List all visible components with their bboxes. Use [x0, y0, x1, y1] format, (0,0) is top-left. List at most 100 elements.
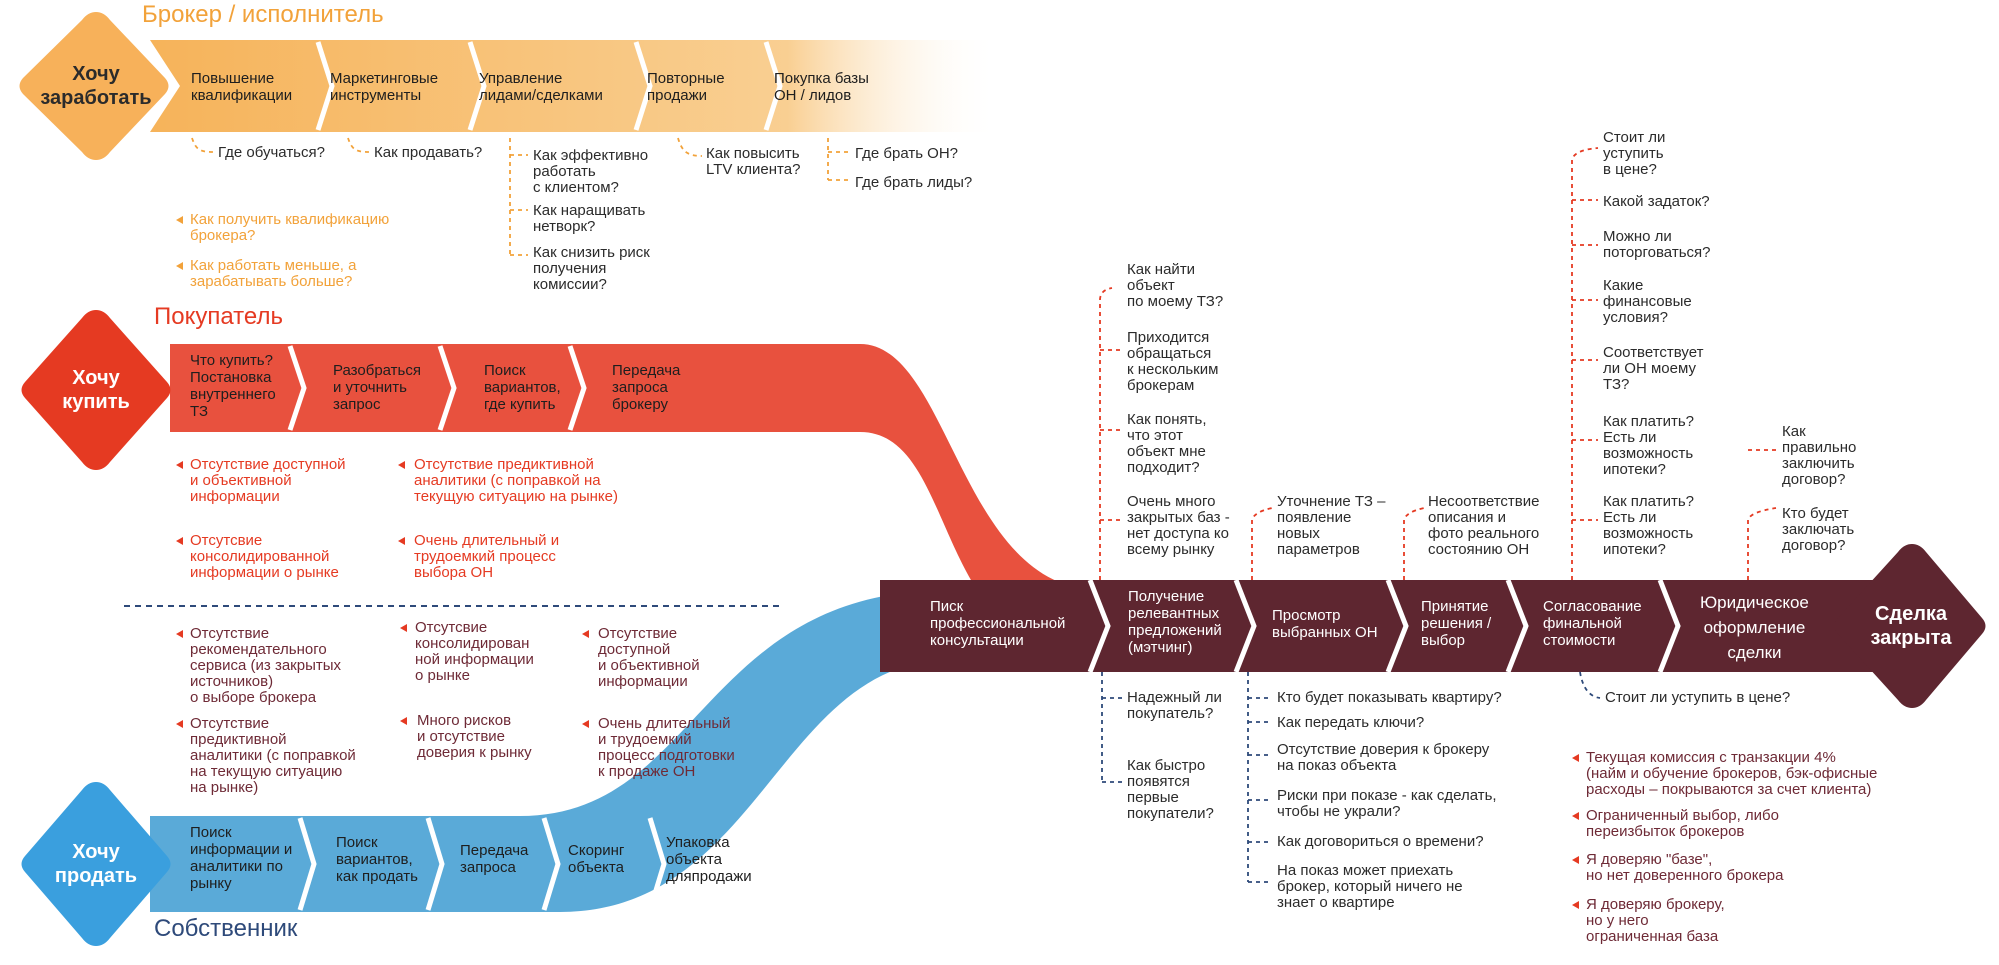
- seller-pain: Очень длительный и трудоемкий процесс по…: [598, 715, 735, 780]
- chevron-separator: [437, 345, 457, 431]
- seller-stage-2: Поиск вариантов, как продать: [336, 834, 418, 885]
- seller-stage-5: Упаковка объекта дляпродажи: [666, 834, 752, 885]
- bullet-icon: [176, 216, 183, 224]
- bullet-icon: [1572, 856, 1579, 864]
- dashed-connector: [1101, 672, 1122, 783]
- deal-stage-decision: Принятие решения / выбор: [1421, 598, 1492, 649]
- decision-question: Несоответствие описания и фото реального…: [1428, 493, 1540, 558]
- chevron-separator: [315, 41, 335, 131]
- deal-stage-consultation: Писк профессиональной консультации: [930, 598, 1066, 649]
- broker-pain: Как получить квалификацию брокера?: [190, 211, 390, 244]
- dashed-connector: [1099, 287, 1122, 580]
- buyer-pain: Отсутствие доступной и объективной инфор…: [190, 456, 346, 505]
- deal-closed-diamond: [1834, 544, 1986, 708]
- broker-stage-1: Повышение квалификации: [191, 70, 293, 104]
- broker-question: Как снизить риск получения комиссии?: [533, 244, 650, 293]
- broker-title: Брокер / исполнитель: [142, 1, 384, 28]
- legal-question: Как правильно заключить договор?: [1782, 423, 1857, 488]
- broker-goal: Хочу заработать: [40, 63, 152, 109]
- seller-stage-3: Передача запроса: [460, 842, 529, 876]
- broker-stage-2: Маркетинговые инструменты: [330, 70, 439, 104]
- seller-stage-4: Скоринг объекта: [568, 842, 625, 876]
- chevron-separators: [287, 41, 1681, 911]
- seller-goal-diamond: [21, 782, 171, 946]
- broker-question: Как повысить LTV клиента?: [706, 145, 801, 178]
- matching-question: Очень много закрытых баз - нет доступа к…: [1127, 493, 1230, 558]
- broker-question: Где брать лиды?: [855, 174, 973, 191]
- dashed-connector: [1747, 449, 1777, 580]
- dashed-connector: [191, 137, 215, 153]
- price-question: Как платить? Есть ли возможность ипотеки…: [1603, 493, 1694, 558]
- seller-stage-1: Поиск информации и аналитики по рынку: [190, 824, 293, 892]
- buyer-pain: Отсутсвие консолидированной информации о…: [190, 532, 339, 581]
- buyer-goal: Хочу купить: [62, 367, 130, 413]
- dashed-connectors: [191, 137, 1777, 883]
- deal-stage-legal: Юридическое оформление сделки: [1700, 593, 1809, 662]
- deal-stage-matching: Получение релевантных предложений (мэтчи…: [1128, 588, 1222, 656]
- dashed-connector: [347, 137, 371, 153]
- viewing-down-question: Риски при показе - как сделать, чтобы не…: [1277, 787, 1497, 820]
- bullet-icon: [1572, 754, 1579, 762]
- matching-question: Как найти объект по моему ТЗ?: [1127, 261, 1224, 310]
- broker-question: Где обучаться?: [218, 144, 325, 161]
- buyer-band: [170, 344, 1100, 660]
- dashed-connector: [1251, 507, 1273, 580]
- price-question: Можно ли поторговаться?: [1603, 228, 1711, 261]
- bullet-icon: [400, 717, 407, 725]
- dashed-connector: [827, 138, 850, 181]
- price-question: Какие финансовые условия?: [1603, 277, 1692, 326]
- matching-down-question: Надежный ли покупатель?: [1127, 689, 1222, 722]
- broker-stage-3: Управление лидами/сделками: [479, 70, 603, 104]
- viewing-down-question: Отсутствие доверия к брокеру на показ об…: [1277, 741, 1490, 774]
- seller-band: [150, 590, 1100, 912]
- chevron-separator: [1385, 579, 1409, 673]
- deal-closed-goal: Сделка закрыта: [1870, 603, 1952, 649]
- matching-down-question: Как быстро появятся первые покупатели?: [1127, 757, 1214, 822]
- chevron-separator: [467, 41, 487, 131]
- dashed-connector: [1579, 671, 1601, 699]
- viewing-down-question: Как договориться о времени?: [1277, 833, 1484, 850]
- seller-pain: Отсутствие доступной и объективной инфор…: [598, 625, 700, 690]
- deal-pain: Ограниченный выбор, либо переизбыток бро…: [1586, 807, 1779, 840]
- seller-title: Собственник: [154, 915, 298, 942]
- chevron-separator: [297, 817, 317, 911]
- broker-question: Где брать ОН?: [855, 145, 959, 162]
- bullet-icon: [400, 624, 407, 632]
- price-question: Соответствует ли ОН моему ТЗ?: [1603, 344, 1704, 393]
- seller-goal: Хочу продать: [54, 841, 138, 887]
- buyer-stage-4: Передача запроса брокеру: [612, 362, 681, 413]
- bullet-icon: [398, 537, 405, 545]
- chevron-separator: [647, 817, 667, 911]
- deal-pain: Я доверяю "базе", но нет доверенного бро…: [1586, 851, 1784, 884]
- deal-stage-price: Согласование финальной стоимости: [1543, 598, 1642, 649]
- seller-pain: Много рисков и отсутствие доверия к рынк…: [417, 712, 532, 761]
- price-question: Какой задаток?: [1603, 193, 1710, 210]
- buyer-stage-3: Поиск вариантов, где купить: [484, 362, 561, 413]
- broker-goal-diamond: [19, 12, 169, 160]
- matching-question: Как понять, что этот объект мне подходит…: [1127, 411, 1207, 476]
- seller-pain: Отсутствие предиктивной аналитики (с поп…: [190, 715, 356, 796]
- deal-pain: Я доверяю брокеру, но у него ограниченна…: [1586, 896, 1725, 945]
- buyer-stage-2: Разобраться и уточнить запрос: [333, 362, 421, 413]
- buyer-goal-diamond: [21, 310, 171, 470]
- bullet-icon: [176, 537, 183, 545]
- dashed-connector: [677, 137, 703, 157]
- dashed-connector: [1247, 672, 1272, 883]
- deal-pain: Текущая комиссия с транзакции 4% (найм и…: [1586, 749, 1878, 798]
- legal-question: Кто будет заключать договор?: [1782, 505, 1855, 554]
- chevron-separator: [1505, 579, 1529, 673]
- chevron-separator: [1657, 579, 1681, 673]
- dashed-connector: [1571, 147, 1599, 580]
- bullet-icon: [582, 630, 589, 638]
- viewing-down-question: Как передать ключи?: [1277, 714, 1425, 731]
- chevron-separator: [425, 817, 445, 911]
- bullet-icon: [176, 262, 183, 270]
- bullet-icon: [176, 720, 183, 728]
- bullet-icon: [176, 630, 183, 638]
- viewing-down-question: Кто будет показывать квартиру?: [1277, 689, 1502, 706]
- bullet-icon: [176, 461, 183, 469]
- chevron-separator: [633, 41, 653, 131]
- buyer-pain: Отсутствие предиктивной аналитики (с поп…: [414, 456, 618, 505]
